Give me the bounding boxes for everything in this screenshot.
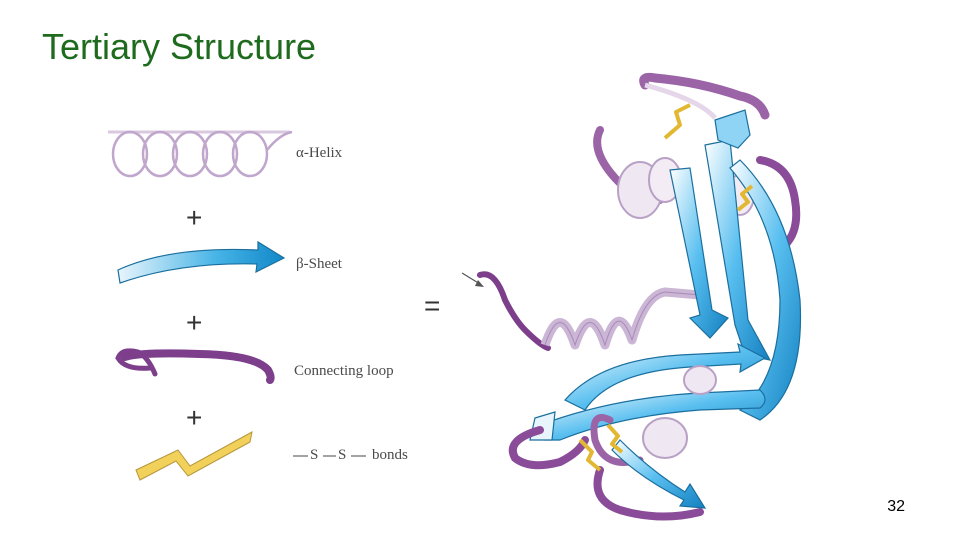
plus-sign-2: +: [186, 307, 203, 338]
beta-sheet-graphic: [117, 240, 286, 284]
connecting-loop-label: Connecting loop: [294, 363, 394, 379]
plus-sign-3: +: [186, 402, 203, 433]
equals-sign: =: [424, 290, 441, 321]
alpha-helix-graphic: [108, 130, 293, 178]
bond-label-s2: S: [338, 447, 347, 463]
page-number: 32: [887, 498, 905, 515]
tertiary-protein-graphic: [461, 72, 802, 521]
bond-label-text: bonds: [372, 447, 408, 463]
beta-sheet-label: β-Sheet: [296, 256, 342, 272]
disulfide-bond-graphic: [135, 431, 253, 481]
alpha-helix-label: α-Helix: [296, 145, 343, 161]
plus-sign-1: +: [186, 202, 203, 233]
connecting-loop-graphic: [115, 348, 275, 384]
bond-label-s1: S: [310, 447, 319, 463]
slide-title: Tertiary Structure: [42, 26, 317, 67]
